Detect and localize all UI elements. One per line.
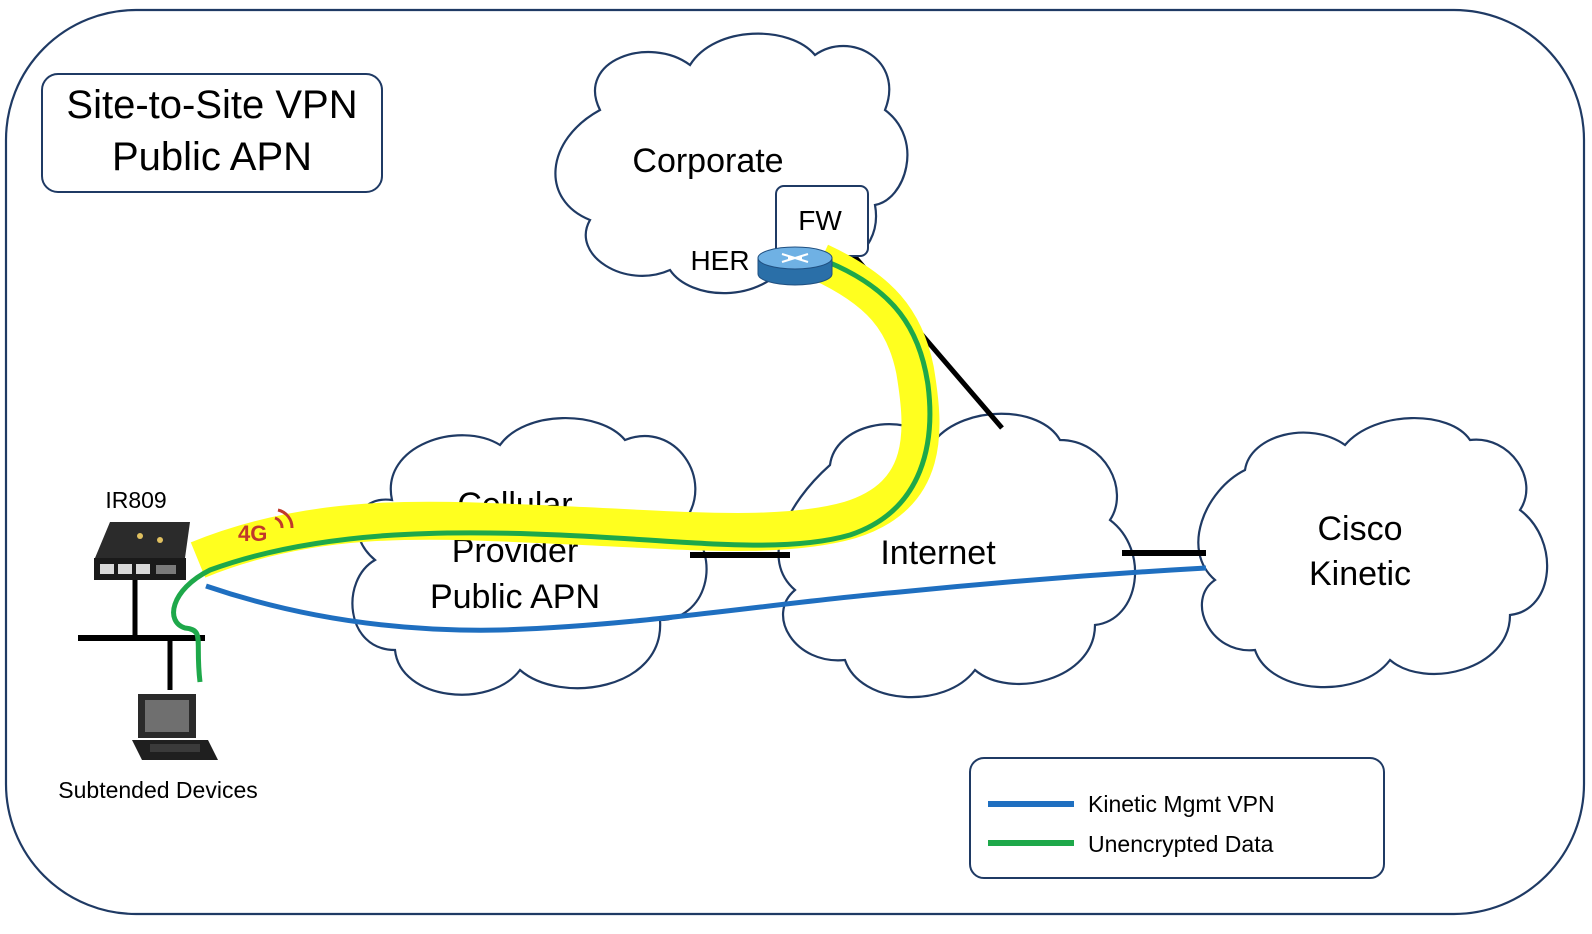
her-router-icon — [757, 246, 833, 286]
ir809-router-icon — [94, 522, 190, 580]
legend-label-unencrypted-data: Unencrypted Data — [1088, 831, 1274, 857]
kinetic-mgmt-vpn-path — [205, 565, 1207, 633]
cellular-4g-icon: 4G — [238, 508, 294, 546]
cellular-badge-label: 4G — [238, 521, 267, 546]
diagram-frame — [4, 8, 1586, 916]
kinetic-label-line-1: Cisco — [1317, 510, 1402, 548]
corporate-label: Corporate — [632, 142, 783, 180]
internet-label: Internet — [880, 534, 996, 572]
legend: Kinetic Mgmt VPN Unencrypted Data — [969, 757, 1385, 879]
kinetic-cloud: Cisco Kinetic — [1197, 417, 1549, 689]
kinetic-label-line-2: Kinetic — [1309, 555, 1411, 593]
site-to-site-tunnel — [190, 244, 940, 578]
laptop-icon — [132, 694, 218, 760]
legend-label-kinetic-mgmt-vpn: Kinetic Mgmt VPN — [1088, 791, 1275, 817]
her-label: HER — [690, 245, 749, 276]
cellular-label-line-3: Public APN — [430, 578, 600, 616]
subtended-devices-label: Subtended Devices — [58, 777, 257, 803]
internet-cloud: Internet — [777, 412, 1137, 699]
firewall: FW — [775, 185, 869, 257]
title-line-1: Site-to-Site VPN — [66, 83, 357, 127]
title-box: Site-to-Site VPN Public APN — [41, 73, 383, 193]
title-line-2: Public APN — [112, 135, 312, 179]
router-label: IR809 — [105, 487, 166, 513]
unencrypted-data-path — [171, 259, 933, 683]
cellular-cloud: Cellular Provider Public APN — [351, 417, 708, 696]
fw-label: FW — [798, 205, 842, 236]
